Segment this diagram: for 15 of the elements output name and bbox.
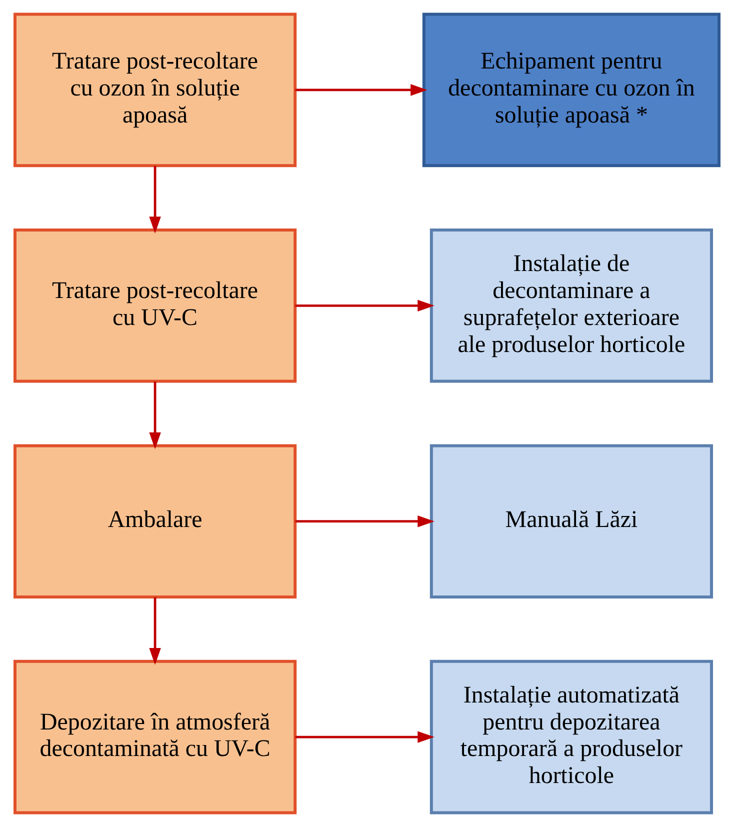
- arrow: [149, 382, 161, 450]
- arrow: [295, 731, 434, 743]
- node-box: Depozitare în atmosferă decontaminată cu UV-C: [14, 660, 297, 814]
- node-box: Ambalare: [14, 444, 297, 598]
- node-box: Tratare post-recoltare cu UV-C: [14, 228, 297, 383]
- node-box: Instalație automatizată pentru depozitarea temporară a produselor horticole: [430, 660, 714, 814]
- arrow: [295, 84, 428, 96]
- arrow: [295, 515, 434, 528]
- arrow: [149, 166, 161, 234]
- arrow: [295, 300, 434, 312]
- node-box: Manuală Lăzi: [430, 444, 714, 598]
- node-box: Echipament pentru decontaminare cu ozon în soluție apoasă *: [422, 12, 720, 168]
- arrow: [149, 597, 161, 665]
- node-box: Tratare post-recoltare cu ozon în soluție apoasă: [14, 12, 297, 168]
- node-box: Instalație de decontaminare a suprafețelor exterioare ale produselor horticole: [430, 228, 714, 383]
